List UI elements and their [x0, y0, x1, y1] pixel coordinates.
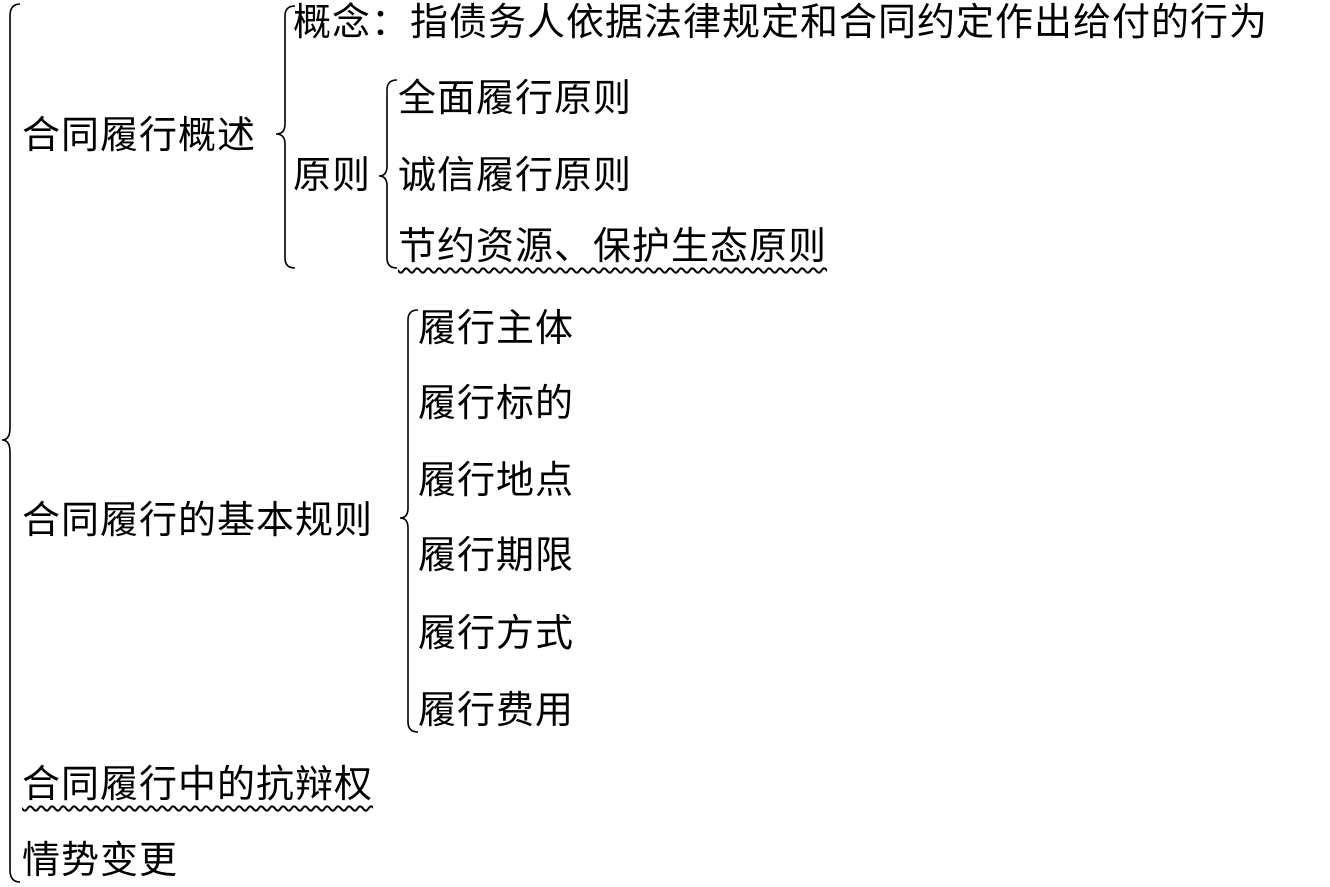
rule-item: 履行费用	[418, 688, 575, 732]
principle-item: 节约资源、保护生态原则	[398, 224, 828, 268]
rule-item: 履行地点	[418, 458, 575, 502]
root-brace	[1, 3, 21, 883]
section-defense-rights: 合同履行中的抗辩权	[22, 762, 374, 806]
rule-item: 履行方式	[418, 611, 575, 655]
rules-brace	[399, 309, 419, 733]
section-change-of-circumstances: 情势变更	[22, 838, 179, 882]
overview-brace	[275, 5, 296, 269]
principles-brace	[378, 79, 398, 269]
rule-item: 履行主体	[418, 306, 575, 350]
principles-label: 原则	[293, 153, 372, 197]
rule-item: 履行期限	[418, 533, 575, 577]
rule-item: 履行标的	[418, 381, 575, 425]
concept-text: 概念：指债务人依据法律规定和合同约定作出给付的行为	[293, 0, 1269, 44]
principle-item: 诚信履行原则	[398, 153, 633, 197]
section-rules: 合同履行的基本规则	[22, 498, 374, 542]
principle-item: 全面履行原则	[398, 76, 633, 120]
section-overview: 合同履行概述	[22, 113, 257, 157]
